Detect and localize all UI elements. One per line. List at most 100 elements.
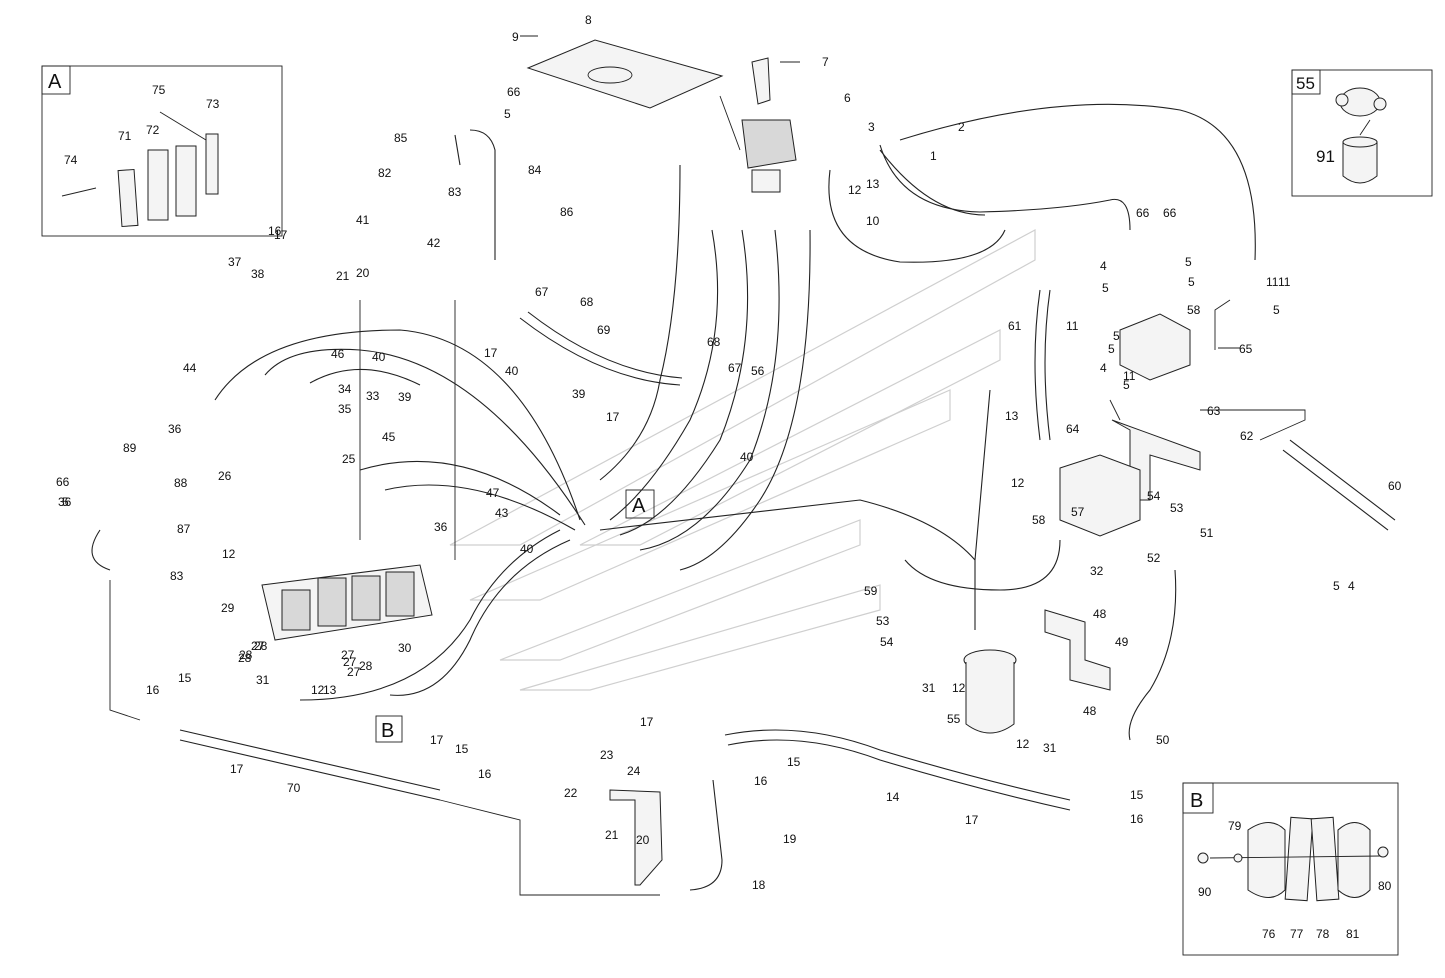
- part-number-label: 57: [1071, 505, 1085, 519]
- callout-a: A: [632, 495, 646, 517]
- part-number-label: 54: [880, 635, 894, 649]
- part-number-label: 17: [606, 410, 620, 424]
- inset-a-heading: A: [48, 71, 62, 93]
- part-number-label: 42: [427, 236, 441, 250]
- hose-14: [724, 729, 1071, 801]
- part-number-label: 28: [254, 639, 268, 653]
- part-number-label: 40: [740, 450, 754, 464]
- part-number-label: 67: [728, 361, 742, 375]
- part-number-label: 12: [848, 183, 862, 197]
- control-valve-block: [261, 564, 433, 641]
- part-number-label: 5: [1333, 579, 1340, 593]
- filter-head-icon: [1335, 87, 1387, 117]
- part-number-label: 11: [1278, 275, 1291, 289]
- inset-b-label: 90: [1198, 885, 1212, 899]
- part-number-label: 87: [177, 522, 191, 536]
- inset-b-label: 79: [1228, 819, 1242, 833]
- inset-b-frame: [1182, 782, 1399, 956]
- hose-61: [1034, 289, 1041, 441]
- part-number-label: 17: [965, 813, 979, 827]
- part-number-label: 66: [1136, 206, 1150, 220]
- part-number-label: 54: [1147, 489, 1161, 503]
- part-number-label: 18: [752, 878, 766, 892]
- part-number-label: 89: [123, 441, 137, 455]
- inset-b-label: 78: [1316, 927, 1330, 941]
- part-number-label: 46: [331, 347, 345, 361]
- part-number-label: 61: [1008, 319, 1022, 333]
- part-number-label: 4: [1100, 361, 1107, 375]
- part-number-label: 55: [947, 712, 961, 726]
- part-number-label: 85: [394, 131, 408, 145]
- part-number-label: 52: [1147, 551, 1161, 565]
- part-number-label: 68: [707, 335, 721, 349]
- part-number-label: 40: [505, 364, 519, 378]
- part-number-label: 5: [1102, 281, 1109, 295]
- part-number-label: 66: [507, 85, 521, 99]
- inset-b: B 79 90 80 76 77 78 81: [1182, 782, 1399, 956]
- part-number-label: 58: [1187, 303, 1201, 317]
- part-number-label: 35: [338, 402, 352, 416]
- part-number-label: 50: [1156, 733, 1170, 747]
- part-number-label: 17: [274, 228, 288, 242]
- part-number-label: 19: [783, 832, 797, 846]
- part-number-label: 47: [486, 486, 500, 500]
- part-number-label: 5: [1123, 378, 1130, 392]
- hose-32: [904, 539, 1061, 591]
- part-number-label: 62: [1240, 429, 1254, 443]
- part-number-label: 20: [356, 266, 370, 280]
- part-number-label: 27: [341, 648, 355, 662]
- part-number-label: 16: [754, 774, 768, 788]
- return-filter: [963, 649, 1017, 734]
- part-number-label: 17: [430, 733, 444, 747]
- part-number-label: 83: [170, 569, 184, 583]
- elbow-87: [91, 529, 111, 571]
- inset-filter-label: 91: [1316, 147, 1335, 166]
- part-number-label: 20: [636, 833, 650, 847]
- mounting-plate: [526, 39, 724, 109]
- hose-69: [519, 317, 681, 386]
- part-number-label: 9: [512, 30, 519, 44]
- part-number-label: 49: [1115, 635, 1129, 649]
- part-number-label: 65: [1239, 342, 1253, 356]
- part-number-label: 21: [336, 269, 350, 283]
- part-number-label: 88: [174, 476, 188, 490]
- part-number-labels: 1234445555555555678910111111111212121212…: [56, 13, 1402, 892]
- hose-50: [1128, 569, 1177, 741]
- part-number-label: 28: [239, 648, 253, 662]
- part-number-label: 6: [844, 91, 851, 105]
- part-number-label: 5: [62, 495, 69, 509]
- part-number-label: 28: [359, 659, 373, 673]
- inset-b-label: 77: [1290, 927, 1304, 941]
- inset-b-label: 76: [1262, 927, 1276, 941]
- part-number-label: 15: [1130, 788, 1144, 802]
- part-number-label: 13: [323, 683, 337, 697]
- part-number-label: 64: [1066, 422, 1080, 436]
- part-number-label: 84: [528, 163, 542, 177]
- part-number-label: 53: [876, 614, 890, 628]
- part-number-label: 29: [221, 601, 235, 615]
- part-number-label: 32: [1090, 564, 1104, 578]
- part-number-label: 12: [222, 547, 236, 561]
- part-number-label: 24: [627, 764, 641, 778]
- part-number-label: 16: [146, 683, 160, 697]
- part-number-label: 11: [1066, 319, 1079, 333]
- part-number-label: 12: [1011, 476, 1025, 490]
- inset-a-parts: [61, 111, 219, 228]
- inset-a: A 74 71 72 75 73: [41, 65, 283, 237]
- part-number-label: 86: [560, 205, 574, 219]
- hose-11: [899, 103, 1256, 261]
- hose-1: [879, 144, 1131, 231]
- inset-b-parts: [1197, 816, 1389, 902]
- inset-b-label: 80: [1378, 879, 1392, 893]
- part-number-label: 27: [347, 665, 361, 679]
- hose-45: [359, 460, 561, 516]
- part-number-label: 11: [1266, 275, 1279, 289]
- part-number-label: 2: [958, 120, 965, 134]
- part-number-label: 63: [1207, 404, 1221, 418]
- part-number-label: 44: [183, 361, 197, 375]
- part-number-label: 5: [1188, 275, 1195, 289]
- part-number-label: 26: [218, 469, 232, 483]
- hose-44: [214, 329, 581, 521]
- part-number-label: 43: [495, 506, 509, 520]
- part-number-label: 5: [1273, 303, 1280, 317]
